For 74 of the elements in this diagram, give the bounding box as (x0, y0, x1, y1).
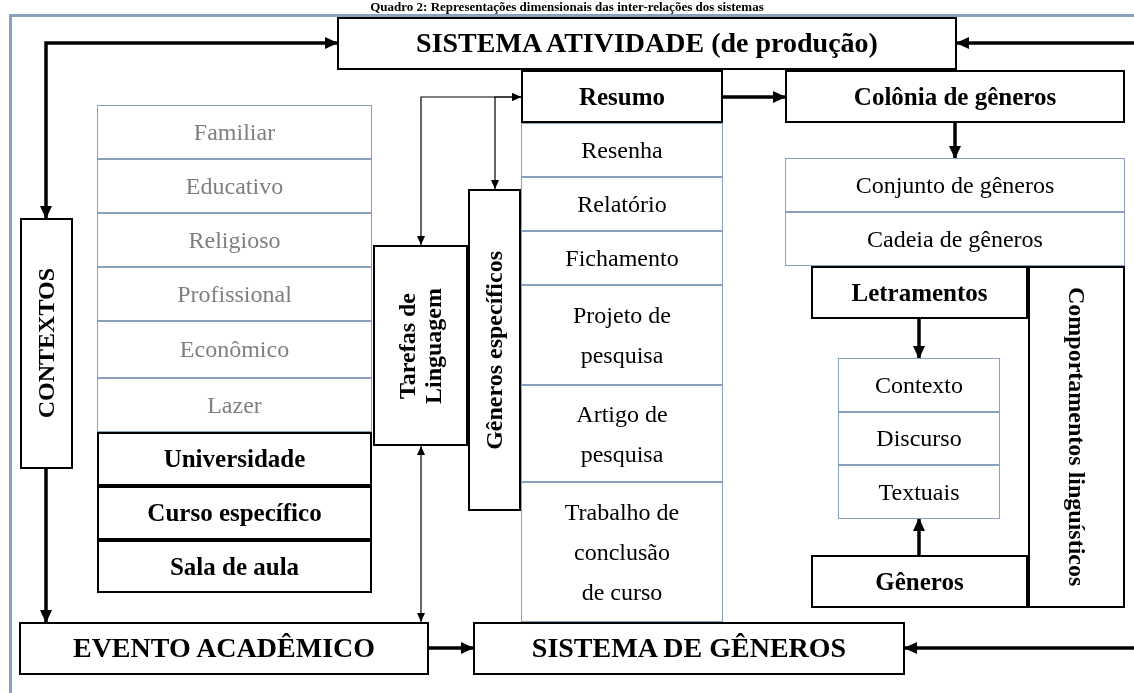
list-cell (521, 123, 723, 177)
box-label: Educativo (185, 172, 284, 200)
list-cell (785, 212, 1125, 266)
list-cell (97, 213, 372, 267)
diagram-title: Quadro 2: Representações dimensionais das inter-relações dos sistemas (369, 0, 765, 14)
box-label: CONTEXTOS (33, 268, 60, 419)
box-label: Relatório (577, 190, 667, 218)
box-label: Sala de aula (169, 552, 300, 581)
box-label: Profissional (177, 280, 292, 308)
arrow (417, 445, 425, 623)
list-cell (838, 358, 1000, 412)
list-cell (521, 285, 723, 385)
label-box (785, 70, 1125, 123)
label-box (811, 266, 1028, 319)
list-cell (521, 385, 723, 482)
system-box (337, 17, 957, 70)
label-box (97, 540, 372, 593)
box-label: Universidade (163, 445, 306, 473)
system-box (19, 622, 429, 675)
box-label: Lazer (207, 391, 262, 419)
box-label: Discurso (876, 425, 962, 452)
label-box (97, 486, 372, 540)
list-cell (97, 378, 372, 432)
arrow (40, 37, 338, 219)
box-label: Contexto (875, 371, 963, 399)
box-label: SISTEMA ATIVIDADE (de produção) (416, 28, 878, 59)
box-label: SISTEMA DE GÊNEROS (531, 633, 847, 664)
label-box (811, 555, 1028, 608)
vertical-box (468, 189, 521, 511)
list-cell (521, 177, 723, 231)
system-box (473, 622, 905, 675)
box-label: Fichamento (565, 244, 679, 272)
box-label: Resumo (578, 82, 666, 111)
arrow (723, 91, 786, 103)
arrow (904, 642, 1134, 654)
box-label: Gêneros (875, 567, 964, 596)
label-box (97, 432, 372, 486)
box-label: Resenha (581, 136, 663, 164)
box-label: Projeto de pesquisa (572, 301, 672, 370)
box-label: Gêneros específicos (481, 250, 508, 450)
list-cell (97, 105, 372, 159)
box-label: Letramentos (851, 278, 988, 307)
list-cell (521, 231, 723, 285)
arrow (913, 518, 925, 555)
box-label: Familiar (193, 118, 276, 146)
vertical-box (1028, 266, 1125, 608)
list-cell (838, 465, 1000, 519)
box-label: Textuais (878, 478, 960, 506)
box-label: Comportamentos linguísticos (1063, 287, 1090, 587)
arrow (40, 469, 52, 623)
list-cell (97, 321, 372, 378)
box-label: EVENTO ACADÊMICO (72, 633, 376, 664)
label-box (521, 70, 723, 123)
list-cell (97, 159, 372, 213)
box-label: Trabalho de conclusão de curso (563, 498, 681, 607)
box-label: Colônia de gêneros (853, 82, 1057, 111)
box-label: Cadeia de gêneros (867, 225, 1043, 253)
vertical-box (373, 245, 468, 446)
arrow (491, 93, 522, 190)
box-label: Tarefas de Linguagem (394, 286, 447, 406)
box-label: Artigo de pesquisa (575, 399, 669, 469)
arrow (949, 123, 961, 159)
list-cell (97, 267, 372, 321)
arrow (956, 37, 1134, 49)
list-cell (521, 482, 723, 622)
box-label: Conjunto de gêneros (855, 171, 1055, 199)
list-cell (838, 412, 1000, 465)
box-label: Econômico (179, 336, 290, 363)
arrow (913, 319, 925, 359)
box-label: Curso específico (147, 499, 322, 527)
arrow (429, 642, 474, 654)
box-label: Religioso (188, 226, 281, 254)
list-cell (785, 158, 1125, 212)
vertical-box (20, 218, 73, 469)
